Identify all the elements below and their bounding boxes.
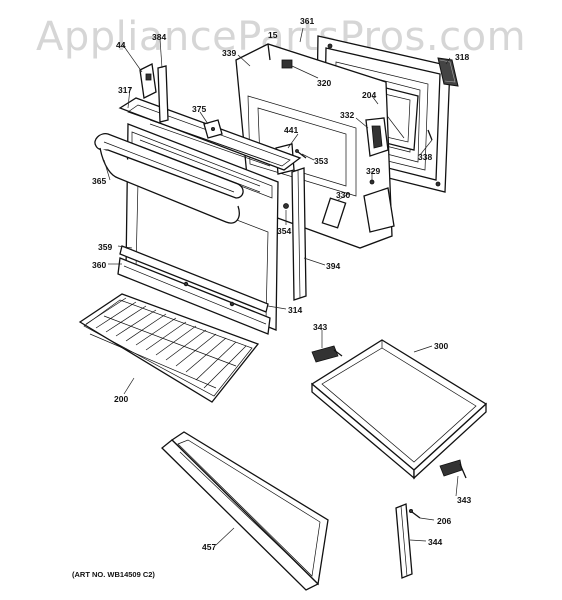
label-365: 365	[92, 176, 106, 186]
label-344: 344	[428, 537, 442, 547]
door-handle	[94, 133, 244, 224]
drawer-glide-left	[311, 345, 343, 363]
screw-353	[295, 149, 307, 159]
label-204: 204	[362, 90, 376, 100]
label-44: 44	[116, 40, 126, 50]
label-15: 15	[268, 30, 278, 40]
label-375: 375	[192, 104, 206, 114]
label-343-bottom: 343	[457, 495, 471, 505]
art-number: (ART NO. WB14509 C2)	[72, 570, 155, 579]
part-labels: 44 384 317 375 365 339 15 361 320 318 20…	[92, 16, 471, 552]
door-side-channel	[291, 167, 307, 301]
label-353: 353	[314, 156, 328, 166]
label-361: 361	[300, 16, 314, 26]
rack-wires	[85, 297, 247, 389]
label-332: 332	[340, 110, 354, 120]
label-320: 320	[317, 78, 331, 88]
label-318: 318	[455, 52, 469, 62]
screw-206	[408, 508, 421, 519]
label-206: 206	[437, 516, 451, 526]
label-329: 329	[366, 166, 380, 176]
door-bottom-trim	[117, 245, 271, 335]
label-457: 457	[202, 542, 216, 552]
label-441: 441	[284, 125, 298, 135]
label-394: 394	[326, 261, 340, 271]
bracket-44	[139, 63, 157, 99]
door-hinge	[365, 117, 389, 157]
drawer-front-panel	[161, 431, 329, 591]
label-300: 300	[434, 341, 448, 351]
label-314: 314	[288, 305, 302, 315]
label-359: 359	[98, 242, 112, 252]
door-gasket	[437, 57, 459, 87]
label-317: 317	[118, 85, 132, 95]
drawer-glide-right	[439, 459, 467, 479]
screw-354	[283, 203, 289, 209]
leader-lines	[103, 27, 459, 546]
drawer-rail	[395, 503, 413, 579]
clip-375	[203, 119, 223, 139]
bracket-384	[157, 65, 169, 123]
label-354: 354	[277, 226, 291, 236]
label-343-top: 343	[313, 322, 327, 332]
oven-rack	[78, 293, 260, 403]
storage-drawer	[310, 339, 488, 480]
label-384: 384	[152, 32, 166, 42]
label-338: 338	[418, 152, 432, 162]
label-360: 360	[92, 260, 106, 270]
label-339: 339	[222, 48, 236, 58]
label-330: 330	[336, 190, 350, 200]
label-200: 200	[114, 394, 128, 404]
